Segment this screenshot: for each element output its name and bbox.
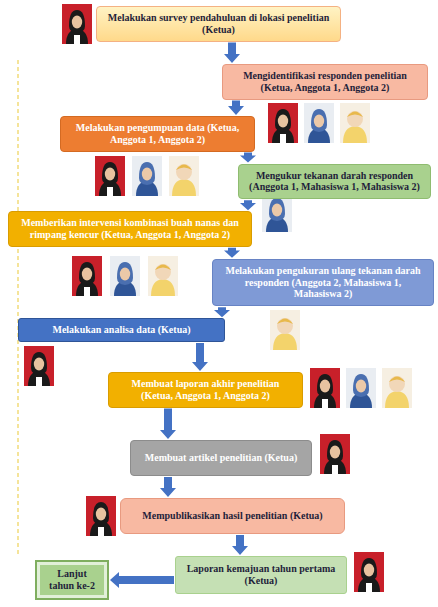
process-box: Mempublikasikan hasil penelitian (Ketua) bbox=[120, 498, 345, 534]
flow-arrow bbox=[160, 477, 176, 497]
flow-arrow bbox=[192, 343, 208, 371]
flow-arrow bbox=[240, 200, 256, 210]
process-box: Melakukan survey pendahuluan di lokasi p… bbox=[96, 6, 341, 42]
process-box: Laporan kemajuan tahun pertama (Ketua) bbox=[175, 556, 347, 594]
box-label: Membuat artikel penelitian (Ketua) bbox=[139, 452, 303, 464]
flow-arrow bbox=[214, 307, 230, 317]
process-box: Memberikan intervensi kombinasi buah nan… bbox=[8, 211, 252, 247]
flow-arrow bbox=[224, 248, 240, 258]
process-box: Membuat laporan akhir penelitian (Ketua,… bbox=[108, 372, 303, 408]
box-label: Melakukan pengumpuan data (Ketua, Anggot… bbox=[69, 122, 246, 146]
flow-arrow bbox=[240, 153, 256, 163]
flow-arrow bbox=[160, 409, 176, 439]
process-box: Mengidentifikasi responden penelitian (K… bbox=[222, 64, 428, 100]
flow-arrow bbox=[110, 572, 174, 588]
box-label: Melakukan analisa data (Ketua) bbox=[27, 324, 216, 336]
process-box: Membuat artikel penelitian (Ketua) bbox=[130, 440, 312, 476]
box-label: Mengidentifikasi responden penelitian (K… bbox=[231, 70, 419, 94]
process-box: Lanjut tahun ke-2 bbox=[35, 560, 109, 600]
box-label: Membuat laporan akhir penelitian (Ketua,… bbox=[117, 378, 294, 402]
box-label: Mengukur tekanan darah responden (Anggot… bbox=[247, 170, 422, 194]
process-box: Melakukan pengukuran ulang tekanan darah… bbox=[212, 259, 434, 306]
flow-arrow bbox=[224, 43, 240, 63]
box-label: Laporan kemajuan tahun pertama (Ketua) bbox=[184, 563, 338, 587]
process-box: Mengukur tekanan darah responden (Anggot… bbox=[238, 164, 431, 200]
box-label: Melakukan pengukuran ulang tekanan darah… bbox=[221, 265, 425, 300]
box-label: Lanjut tahun ke-2 bbox=[45, 568, 99, 592]
process-box: Melakukan pengumpuan data (Ketua, Anggot… bbox=[60, 116, 255, 152]
flow-arrow bbox=[228, 101, 244, 115]
box-label: Memberikan intervensi kombinasi buah nan… bbox=[17, 217, 243, 241]
box-label: Mempublikasikan hasil penelitian (Ketua) bbox=[129, 510, 336, 522]
flow-arrow bbox=[232, 535, 248, 555]
process-box: Melakukan analisa data (Ketua) bbox=[18, 318, 225, 342]
box-label: Melakukan survey pendahuluan di lokasi p… bbox=[105, 12, 332, 36]
